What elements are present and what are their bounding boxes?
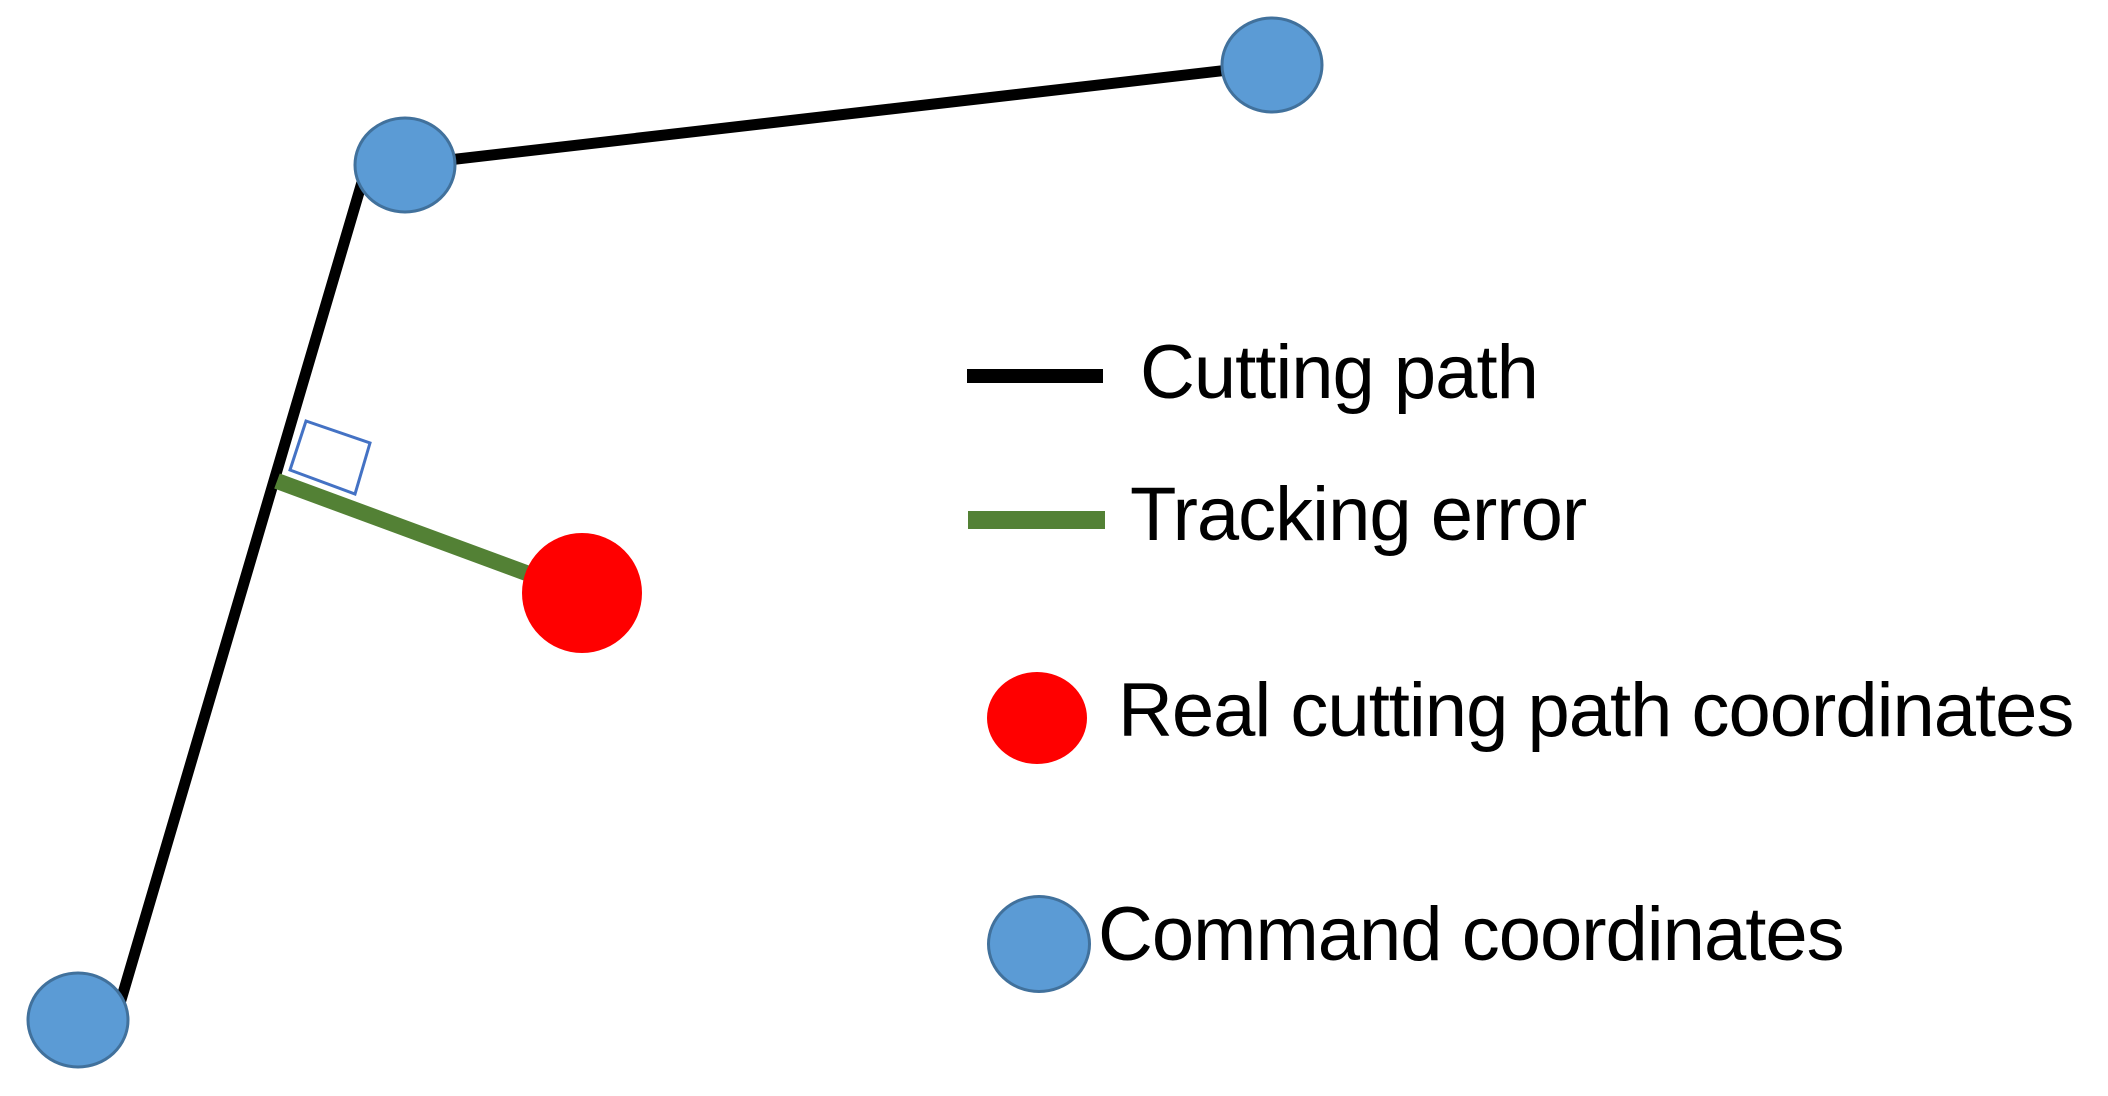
cutting-path-segment-2 xyxy=(115,166,371,1006)
legend-label-cutting-path: Cutting path xyxy=(1140,329,1539,415)
command-point-3 xyxy=(26,971,130,1069)
command-point-1 xyxy=(1220,16,1324,114)
command-coordinates-swatch-dot xyxy=(987,895,1091,993)
real-cutting-point xyxy=(522,533,642,653)
real-cutting-path-coordinates-swatch-dot xyxy=(987,672,1087,764)
command-point-2 xyxy=(353,116,457,214)
legend-label-tracking-error: Tracking error xyxy=(1130,471,1587,557)
cutting-path-swatch-line xyxy=(967,369,1103,383)
cutting-path-segment-1 xyxy=(399,59,1278,171)
tracking-error-line xyxy=(274,473,559,592)
legend-label-real-cutting-path-coordinates: Real cutting path coordinates xyxy=(1118,667,2074,753)
right-angle-marker xyxy=(288,419,372,496)
legend-label-command-coordinates: Command coordinates xyxy=(1098,891,1845,977)
tracking-error-swatch-line xyxy=(968,511,1105,529)
